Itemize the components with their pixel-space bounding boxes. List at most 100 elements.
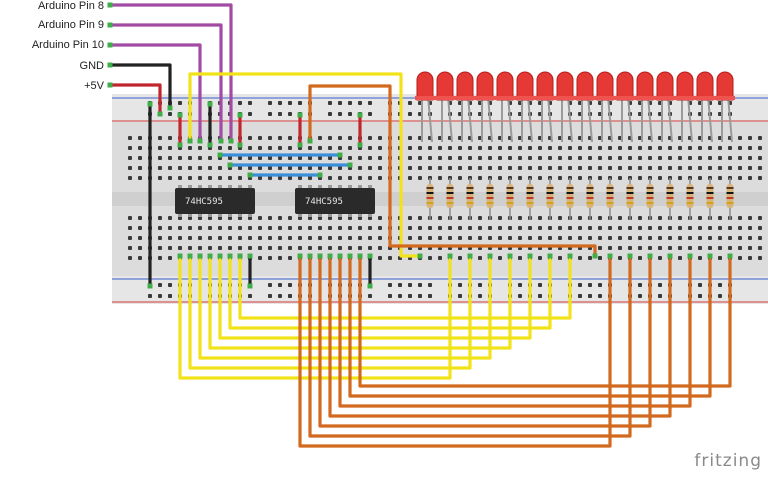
led-rim (715, 96, 735, 100)
hole (238, 156, 242, 160)
hole (608, 146, 612, 150)
hole (288, 236, 292, 240)
led-leg (547, 95, 553, 143)
hole (498, 176, 502, 180)
hole (738, 156, 742, 160)
hole (368, 146, 372, 150)
hole (268, 156, 272, 160)
hole (718, 156, 722, 160)
hole (238, 176, 242, 180)
resistor-band (666, 197, 674, 199)
hole (628, 236, 632, 240)
wire-red-1-end (177, 142, 183, 148)
wire-blue-2-end (227, 162, 233, 168)
chip-pin (208, 185, 212, 188)
hole (648, 236, 652, 240)
hole (578, 216, 582, 220)
hole (428, 166, 432, 170)
label-arduino-pin-8: Arduino Pin 8 (37, 0, 104, 12)
hole (738, 216, 742, 220)
hole (658, 226, 662, 230)
hole (618, 176, 622, 180)
resistor-6 (526, 178, 534, 220)
hole (218, 226, 222, 230)
hole (438, 176, 442, 180)
chip-pin (198, 185, 202, 188)
hole (538, 256, 542, 260)
rail-hole (368, 112, 372, 116)
hole (628, 156, 632, 160)
hole (418, 156, 422, 160)
hole (698, 176, 702, 180)
hole (508, 236, 512, 240)
wire-yellow-top-end (417, 253, 423, 259)
hole (538, 156, 542, 160)
hole (568, 156, 572, 160)
hole (548, 236, 552, 240)
rail-hole (518, 294, 522, 298)
hole (698, 216, 702, 220)
chip-pin (318, 185, 322, 188)
hole (218, 166, 222, 170)
led-14 (675, 71, 695, 143)
hole (368, 176, 372, 180)
hole (138, 246, 142, 250)
chip-label: 74HC595 (185, 197, 223, 207)
wire-orange-top-end (592, 253, 598, 259)
wire-orange-out-4 (328, 254, 672, 418)
hole (268, 136, 272, 140)
hole (638, 246, 642, 250)
hole (518, 156, 522, 160)
chip-pin (218, 185, 222, 188)
hole (468, 166, 472, 170)
resistor-band (586, 197, 594, 199)
resistor-band (606, 187, 614, 189)
led-body (716, 71, 734, 101)
hole (758, 236, 762, 240)
hole (558, 236, 562, 240)
resistor-band (606, 202, 614, 204)
hole (218, 246, 222, 250)
hole (428, 226, 432, 230)
resistor-band (526, 197, 534, 199)
rail-hole (338, 101, 342, 105)
rail-hole (638, 283, 642, 287)
wire-yellow-out-7-end (567, 253, 573, 259)
hole (728, 156, 732, 160)
resistor-3 (466, 178, 474, 220)
hole (188, 156, 192, 160)
wire-orange-out-2-end (307, 253, 313, 259)
led-rim (435, 96, 455, 100)
resistor-12 (646, 178, 654, 220)
hole (278, 136, 282, 140)
resistor-band (506, 202, 514, 204)
led-6 (515, 71, 535, 143)
hole (178, 166, 182, 170)
chip-pin (188, 214, 192, 217)
hole (678, 166, 682, 170)
hole (168, 256, 172, 260)
hole (498, 236, 502, 240)
rail-hole (408, 283, 412, 287)
led-leg (527, 95, 533, 143)
hole (228, 236, 232, 240)
hole (408, 176, 412, 180)
hole (138, 146, 142, 150)
resistor-band (446, 202, 454, 204)
rail-hole (578, 294, 582, 298)
wire-red-1-end (177, 112, 183, 118)
wire-orange-out-3-end (317, 253, 323, 259)
hole (288, 166, 292, 170)
hole (128, 246, 132, 250)
hole (658, 236, 662, 240)
hole (238, 246, 242, 250)
hole (638, 176, 642, 180)
hole (308, 176, 312, 180)
resistor-8 (566, 178, 574, 220)
hole (408, 166, 412, 170)
led-13 (655, 71, 675, 143)
hole (278, 246, 282, 250)
hole (598, 226, 602, 230)
hole (138, 236, 142, 240)
hole (488, 236, 492, 240)
